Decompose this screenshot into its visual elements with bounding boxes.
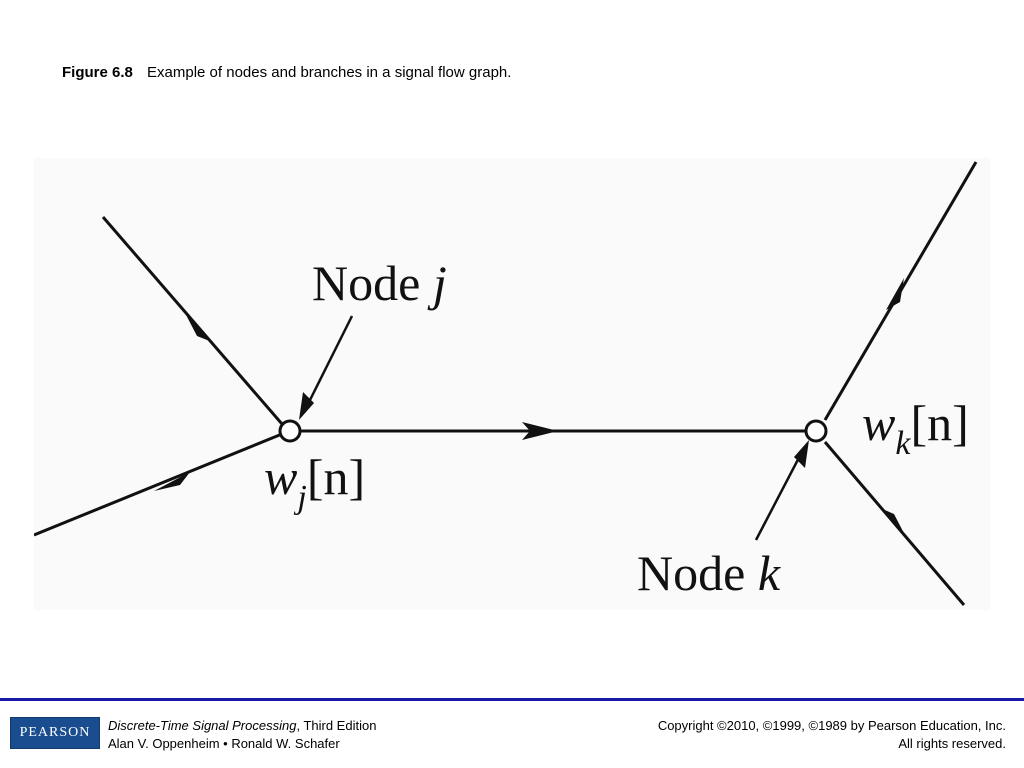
arrow-head-upper-left <box>184 311 212 342</box>
figure-caption-text: Example of nodes and branches in a signa… <box>147 64 512 81</box>
publisher-logo-text: PEARSON <box>19 725 91 740</box>
branch-in-lower-left <box>33 432 283 537</box>
arrow-head-j-to-k <box>522 422 558 440</box>
book-title: Discrete-Time Signal Processing <box>108 718 297 733</box>
wk-label: wk[n] <box>862 395 969 462</box>
copyright-notice: Copyright ©2010, ©1999, ©1989 by Pearson… <box>658 717 1006 753</box>
node-j-pointer <box>302 315 354 413</box>
book-info: Discrete-Time Signal Processing, Third E… <box>108 717 376 753</box>
copyright-line: Copyright ©2010, ©1999, ©1989 by Pearson… <box>657 718 1006 733</box>
book-authors: Alan V. Oppenheim • Ronald W. Schafer <box>108 736 340 751</box>
arrow-head-upper-right <box>886 278 904 310</box>
publisher-logo: PEARSON <box>10 717 100 749</box>
arrow-head-lower-left <box>154 472 190 491</box>
wj-label: wj[n] <box>264 449 365 516</box>
footer-divider <box>0 698 1024 701</box>
node-k-pointer-head <box>794 440 809 468</box>
node-j <box>278 419 302 443</box>
node-j-label: Node j <box>312 255 447 311</box>
node-k <box>804 419 828 443</box>
node-k-pointer <box>754 447 806 541</box>
rights-line: All rights reserved. <box>898 736 1006 751</box>
signal-flow-graph: Node j Node k wj[n] wk[n] <box>33 158 990 610</box>
node-j-pointer-head <box>299 392 314 420</box>
book-title-line: Discrete-Time Signal Processing, Third E… <box>108 717 376 735</box>
figure-caption: Figure 6.8 Example of nodes and branches… <box>62 64 511 81</box>
figure-number: Figure 6.8 <box>62 64 133 81</box>
arrow-head-lower-right <box>880 508 908 541</box>
book-edition: , Third Edition <box>296 718 377 733</box>
node-k-label: Node k <box>637 545 781 601</box>
